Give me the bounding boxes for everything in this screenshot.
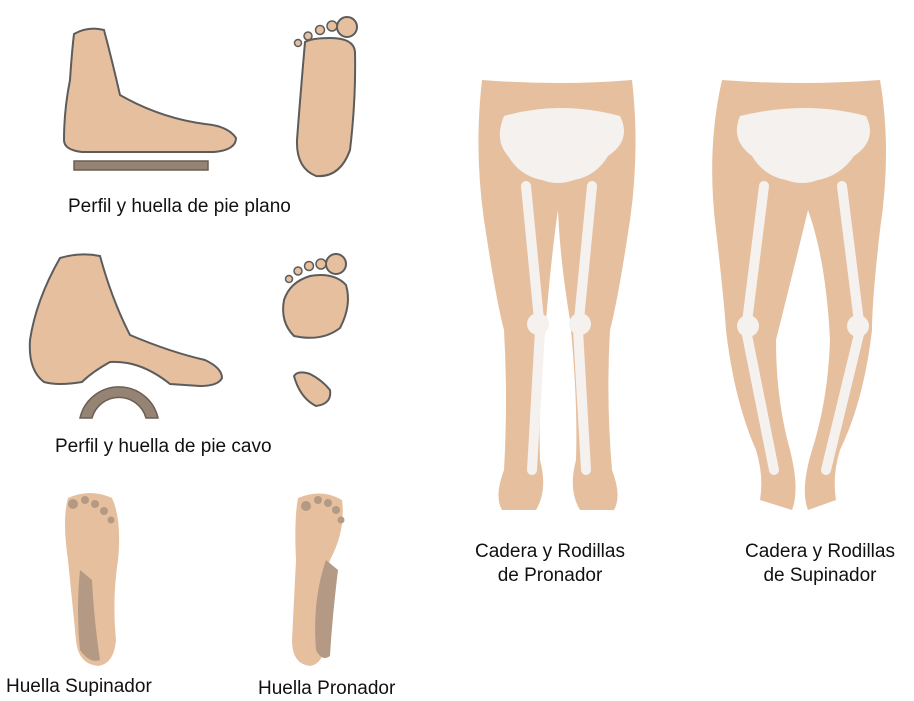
caption-pronator-hips-line2: de Pronador	[460, 564, 640, 588]
flat-foot-profile	[64, 29, 236, 152]
flat-floor-bar	[74, 161, 208, 170]
caption-pronator-print: Huella Pronador	[258, 677, 395, 701]
cavus-foot-profile	[30, 254, 222, 386]
caption-cavus-foot: Perfil y huella de pie cavo	[55, 435, 272, 459]
caption-supinator-print: Huella Supinador	[6, 675, 152, 699]
cavus-arch-support	[80, 387, 158, 418]
caption-flat-foot: Perfil y huella de pie plano	[68, 195, 291, 219]
pronator-footprint	[292, 493, 345, 666]
cavus-footprint	[283, 254, 348, 406]
pronator-legs	[478, 80, 635, 510]
caption-supinator-hips-line1: Cadera y Rodillas	[725, 540, 914, 564]
supinator-footprint	[65, 493, 119, 666]
flat-footprint	[295, 17, 358, 176]
caption-supinator-hips: Cadera y Rodillas de Supinador	[725, 540, 914, 588]
caption-pronator-hips: Cadera y Rodillas de Pronador	[460, 540, 640, 588]
caption-supinator-hips-line2: de Supinador	[725, 564, 914, 588]
caption-pronator-hips-line1: Cadera y Rodillas	[460, 540, 640, 564]
supinator-legs	[712, 80, 886, 510]
